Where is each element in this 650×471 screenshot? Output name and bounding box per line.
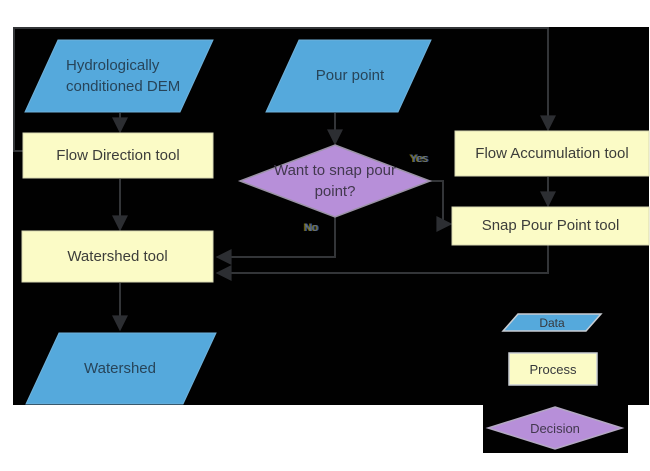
watershed-parallelogram [25, 332, 217, 405]
snap-pour-point-box [451, 206, 650, 246]
dem-parallelogram [24, 39, 214, 113]
connector-lines [13, 27, 556, 332]
legend-data-parallelogram [501, 313, 603, 332]
edge-decision-yes-to-snappourpoint [430, 180, 453, 232]
legend-decision-diamond [485, 406, 625, 450]
edge-snappourpoint-to-watershedtool [215, 245, 549, 281]
flow-direction-box [22, 132, 214, 179]
legend-process-box [508, 352, 598, 386]
flow-accumulation-box [454, 130, 650, 177]
edge-flowdirection-to-flowaccumulation [13, 27, 556, 152]
edge-decision-no-to-watershedtool [215, 217, 336, 265]
decision-diamond [237, 144, 433, 218]
pour-point-parallelogram [265, 39, 432, 113]
yes-edge-label: Yes [410, 153, 428, 165]
no-edge-label: No [304, 222, 319, 234]
watershed-tool-box [21, 230, 214, 283]
